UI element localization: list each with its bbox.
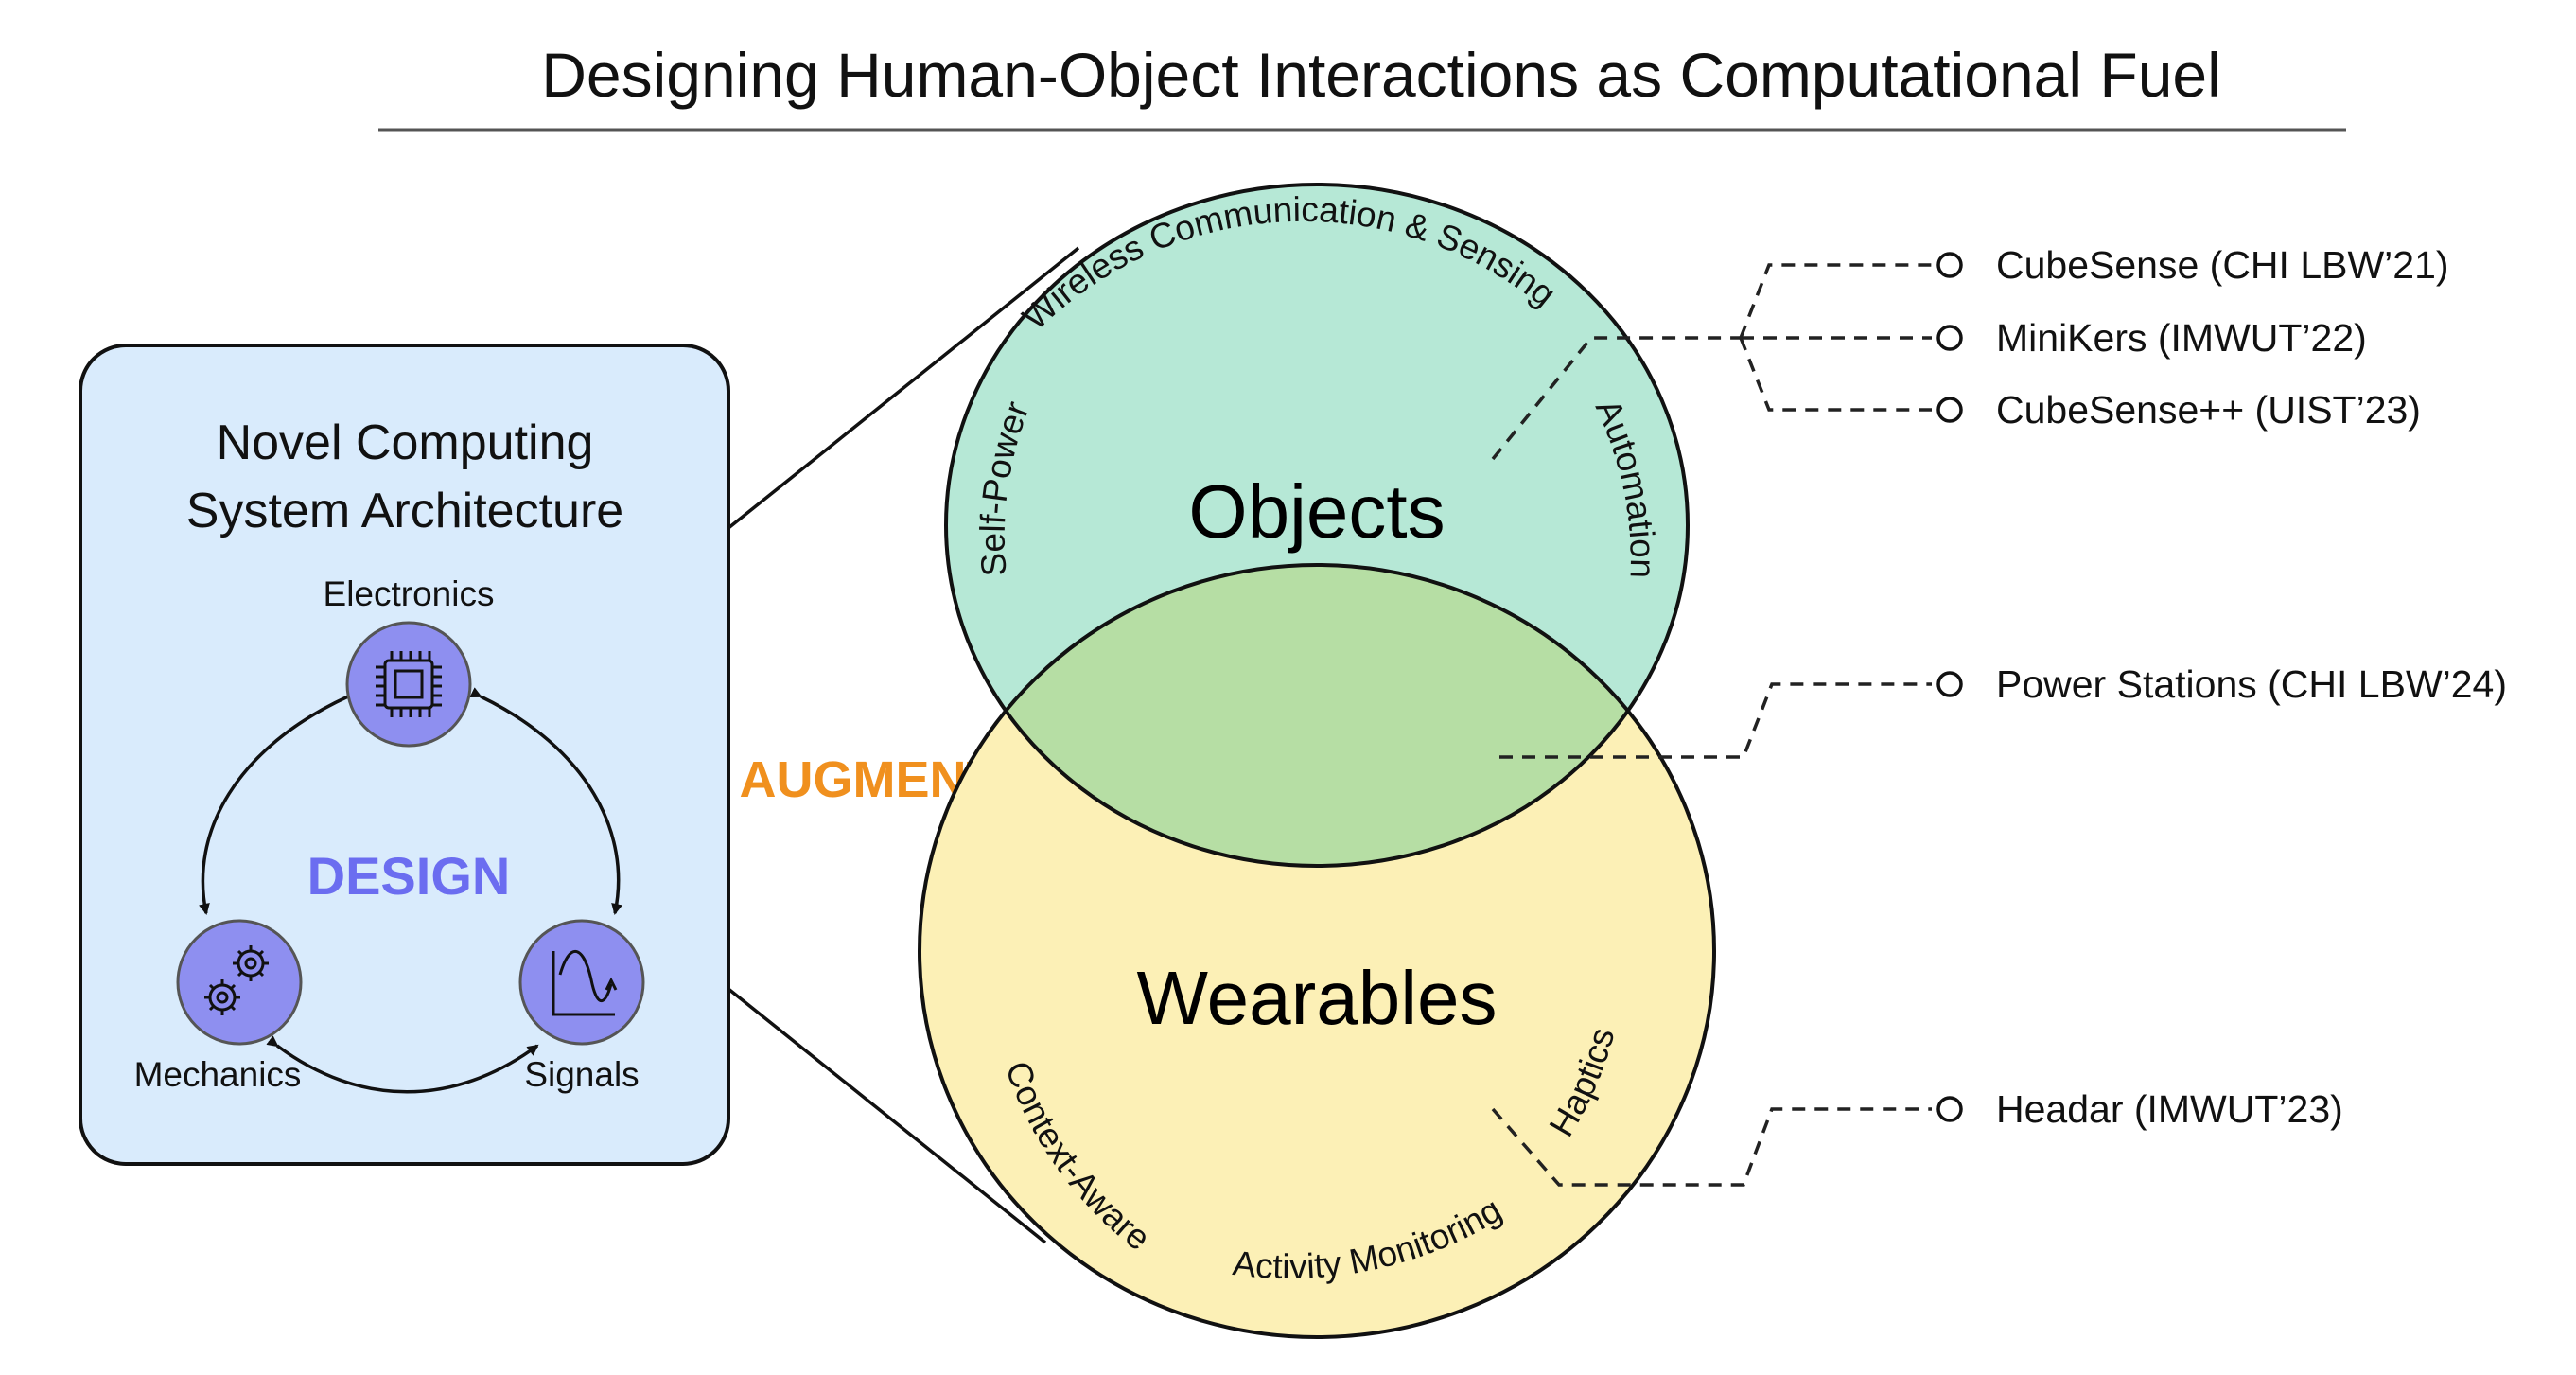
chip-icon xyxy=(376,651,442,717)
box-to-venn-connector-top xyxy=(727,246,1080,530)
signals-label: Signals xyxy=(524,1055,639,1094)
mechanics-signals-arrow xyxy=(266,1035,539,1094)
wearables-leader-line xyxy=(1491,1107,1932,1187)
overlap-leader-line xyxy=(1499,682,1932,759)
gears-icon xyxy=(204,945,269,1015)
architecture-box: Novel Computing System Architecture Elec… xyxy=(79,344,730,1166)
architecture-title-line2: System Architecture xyxy=(186,484,623,538)
power-stations-endpoint-marker xyxy=(1936,671,1963,697)
wearables-label: Wearables xyxy=(1137,956,1498,1040)
objects-leader-lines xyxy=(1491,263,1932,461)
design-label: DESIGN xyxy=(307,846,511,906)
mechanics-label: Mechanics xyxy=(134,1055,302,1094)
cubesense-endpoint-marker xyxy=(1936,252,1963,278)
venn-diagram: Objects Wearables Wireless Communication… xyxy=(918,183,1716,1339)
signals-node xyxy=(518,919,645,1046)
architecture-title-line1: Novel Computing xyxy=(217,415,594,470)
publication-minikers: MiniKers (IMWUT’22) xyxy=(1996,316,2367,360)
publication-cubesense: CubeSense (CHI LBW’21) xyxy=(1996,243,2449,287)
electronics-signals-arrow xyxy=(469,687,622,915)
signal-wave-icon xyxy=(552,950,618,1016)
wearables-circle-outline xyxy=(918,563,1716,1339)
box-to-venn-connector-bottom xyxy=(727,987,1047,1244)
electronics-node xyxy=(345,621,472,748)
electronics-mechanics-arrow xyxy=(199,687,359,915)
publication-headar: Headar (IMWUT’23) xyxy=(1996,1087,2343,1131)
objects-circle-outline xyxy=(944,183,1690,868)
objects-label: Objects xyxy=(1188,469,1445,554)
headar-endpoint-marker xyxy=(1936,1096,1963,1122)
overlap-region xyxy=(946,565,1688,866)
mechanics-node xyxy=(176,919,303,1046)
page-title: Designing Human-Object Interactions as C… xyxy=(541,40,2221,110)
cubesense-plus-endpoint-marker xyxy=(1936,397,1963,423)
publication-power-stations: Power Stations (CHI LBW’24) xyxy=(1996,662,2507,706)
publication-cubesense-plus: CubeSense++ (UIST’23) xyxy=(1996,388,2421,432)
electronics-label: Electronics xyxy=(324,574,495,613)
minikers-endpoint-marker xyxy=(1936,325,1963,351)
